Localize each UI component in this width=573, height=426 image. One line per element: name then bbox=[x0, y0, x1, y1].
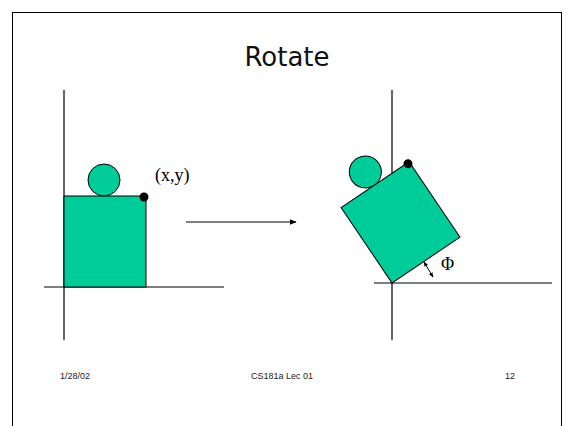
original-figure bbox=[44, 90, 224, 340]
corner-dot bbox=[140, 193, 149, 202]
point-label: (x,y) bbox=[155, 165, 190, 186]
slide-frame bbox=[13, 13, 562, 426]
transform-arrow bbox=[186, 222, 296, 223]
footer-course: CS181a Lec 01 bbox=[251, 371, 313, 381]
x-axis bbox=[374, 282, 552, 283]
head-circle bbox=[88, 164, 120, 196]
body-square bbox=[64, 196, 146, 287]
corner-dot bbox=[402, 157, 414, 169]
footer-page: 12 bbox=[505, 371, 515, 381]
rotated-figure bbox=[323, 90, 552, 340]
slide-title: Rotate bbox=[244, 42, 329, 72]
head-circle bbox=[343, 150, 387, 194]
footer-date: 1/28/02 bbox=[60, 371, 90, 381]
angle-label: Φ bbox=[441, 254, 454, 275]
angle-marker bbox=[424, 262, 433, 277]
